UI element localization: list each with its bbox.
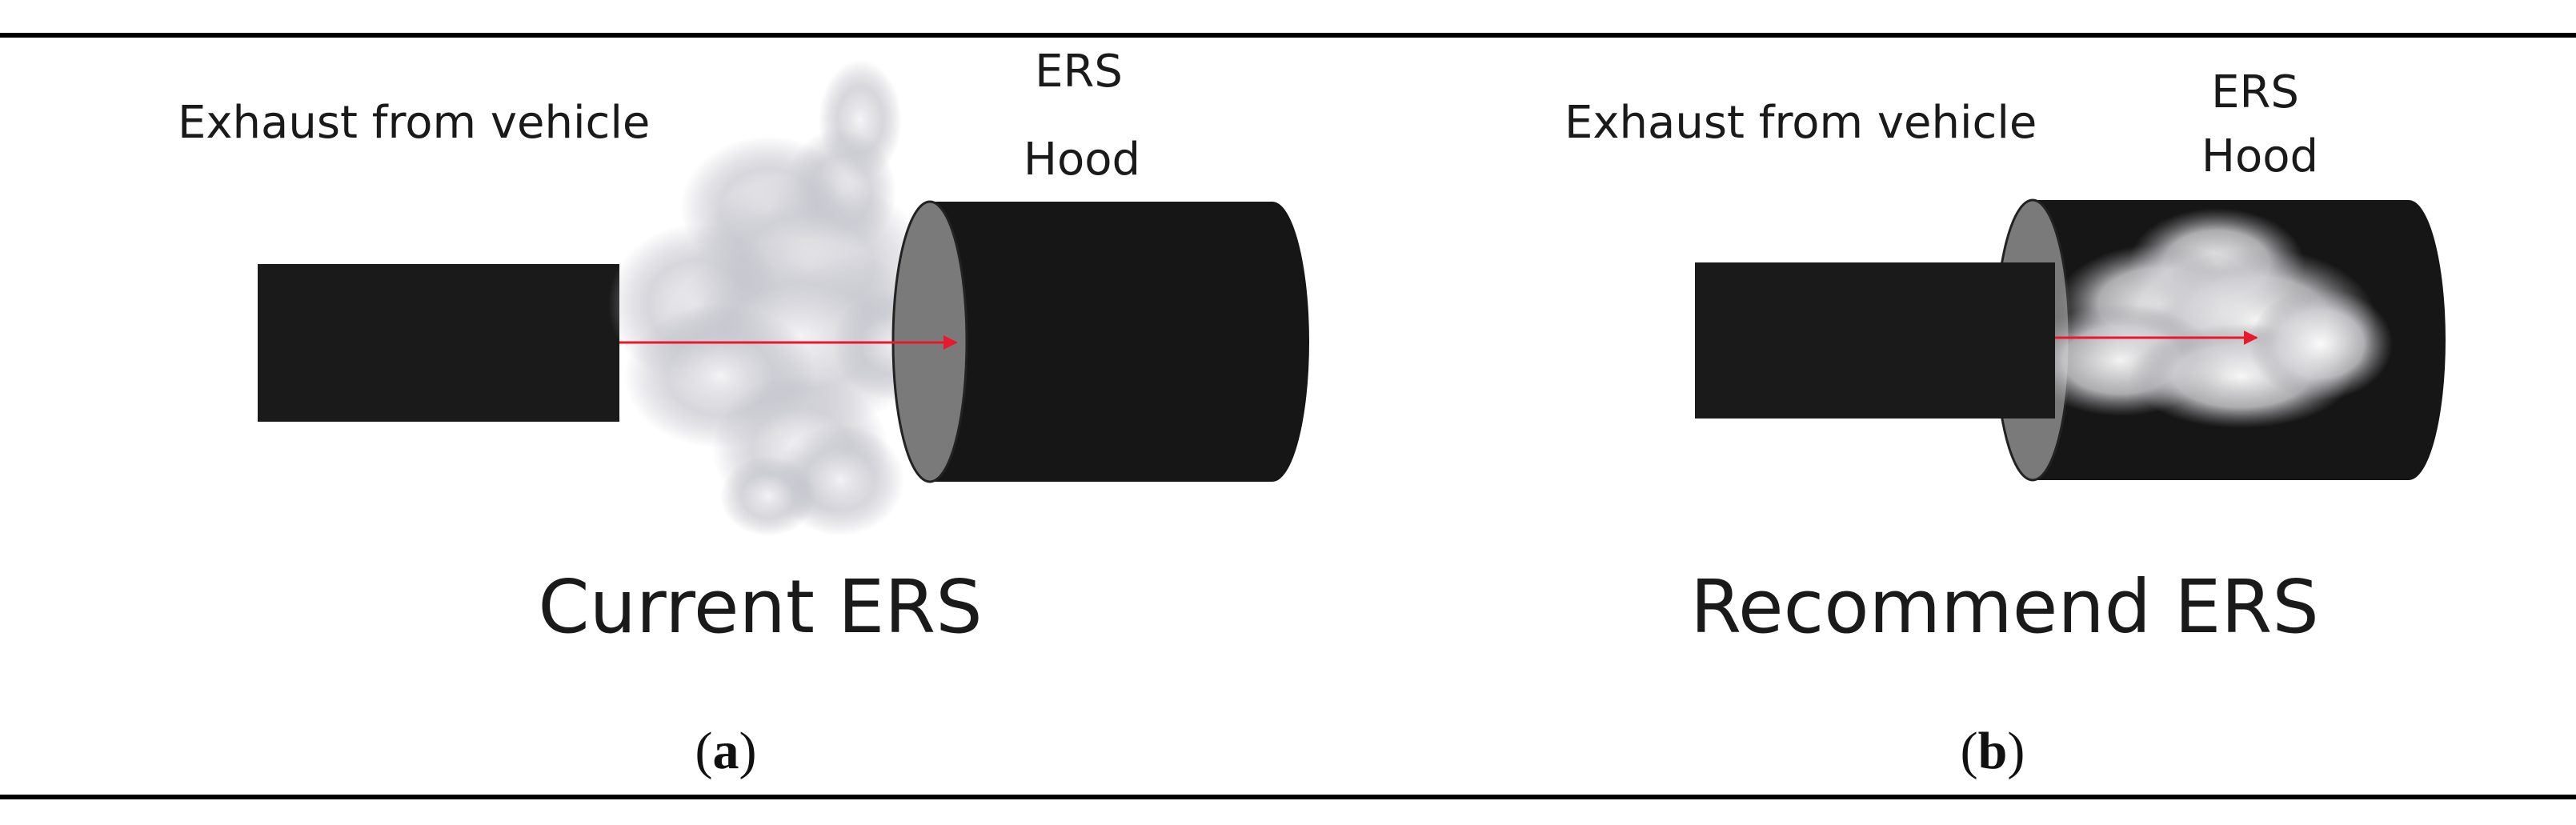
panel-b: Exhaust from vehicle ERS Hood Recommend … — [1564, 66, 2446, 780]
panel-a: Exhaust from vehicle ERS Hood Curre — [178, 46, 1309, 780]
hood-label-a-line2: Hood — [1024, 134, 1140, 186]
hood-label-b-line1: ERS — [2211, 66, 2299, 118]
exhaust-pipe-b — [1695, 262, 2055, 419]
caption-b: (b) — [1961, 722, 2025, 780]
exhaust-label-a: Exhaust from vehicle — [178, 97, 650, 149]
smoke-cloud-b — [2025, 208, 2393, 428]
system-title-b: Recommend ERS — [1690, 564, 2319, 650]
exhaust-label-b: Exhaust from vehicle — [1564, 97, 2037, 149]
hood-label-a-line1: ERS — [1035, 46, 1123, 98]
hood-label-b-line2: Hood — [2201, 130, 2318, 182]
system-title-a: Current ERS — [538, 564, 982, 650]
ers-hood-a — [891, 200, 1309, 483]
caption-a: (a) — [695, 722, 757, 780]
exhaust-pipe-a — [258, 264, 619, 422]
smoke-cloud-a — [608, 60, 960, 536]
